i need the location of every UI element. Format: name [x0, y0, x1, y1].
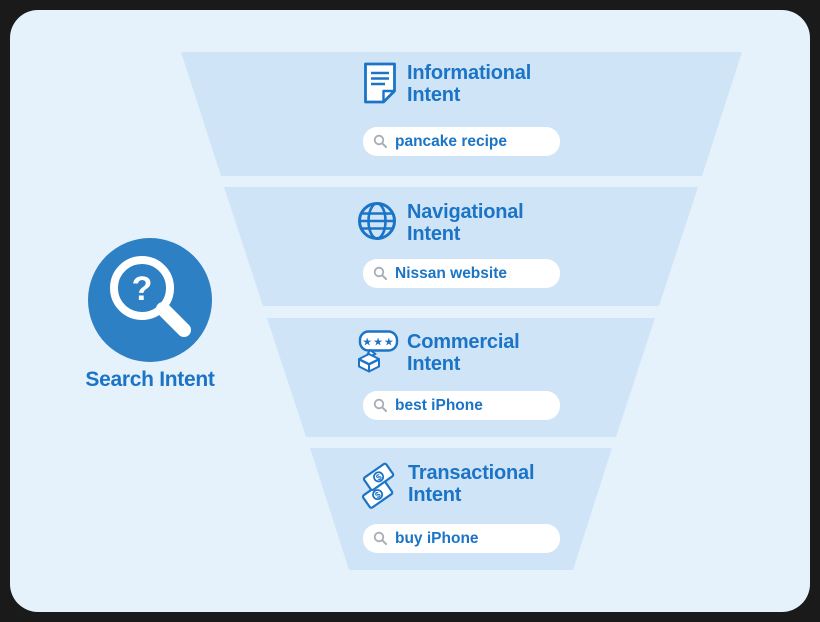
- hub-label: Search Intent: [85, 368, 215, 391]
- stage-transactional-header: $ $ Transactional Intent: [356, 461, 535, 509]
- question-mark-glyph: ?: [132, 270, 153, 308]
- search-example-input[interactable]: best iPhone: [363, 391, 560, 420]
- funnel-stage-2-shape: [224, 187, 698, 306]
- stage-title: Informational Intent: [407, 62, 532, 106]
- search-icon: [373, 266, 387, 280]
- dollar-glyph: $: [373, 489, 383, 500]
- search-icon: [373, 398, 387, 412]
- search-query: best iPhone: [395, 396, 483, 414]
- magnifier-question-icon: ?: [88, 238, 212, 362]
- dollar-glyph: $: [374, 471, 384, 482]
- search-query: pancake recipe: [395, 132, 508, 150]
- infographic-card: ? Search Intent Informational Intent: [10, 10, 810, 612]
- stars-glyph: ★★★: [362, 337, 395, 349]
- globe-icon: [358, 202, 396, 240]
- search-example-input[interactable]: Nissan website: [363, 259, 560, 288]
- stage-commercial-header: ★★★ Commercial Intent: [357, 330, 520, 375]
- review-bubble-box-icon: ★★★: [358, 330, 399, 373]
- search-example-input[interactable]: pancake recipe: [363, 127, 560, 156]
- search-icon: [373, 531, 387, 545]
- funnel-stage-1-shape: [181, 52, 742, 176]
- search-query: Nissan website: [395, 264, 507, 282]
- stage-navigational-header: Navigational Intent: [356, 200, 524, 245]
- search-query: buy iPhone: [395, 529, 479, 547]
- search-icon: [373, 134, 387, 148]
- search-example-input[interactable]: buy iPhone: [363, 524, 560, 553]
- stage-title: Commercial Intent: [407, 331, 520, 375]
- stage-title: Navigational Intent: [407, 201, 524, 245]
- document-icon: [364, 62, 396, 104]
- stage-title: Transactional Intent: [408, 462, 535, 506]
- banknotes-icon: $ $: [361, 462, 395, 509]
- stage-informational-header: Informational Intent: [361, 61, 531, 106]
